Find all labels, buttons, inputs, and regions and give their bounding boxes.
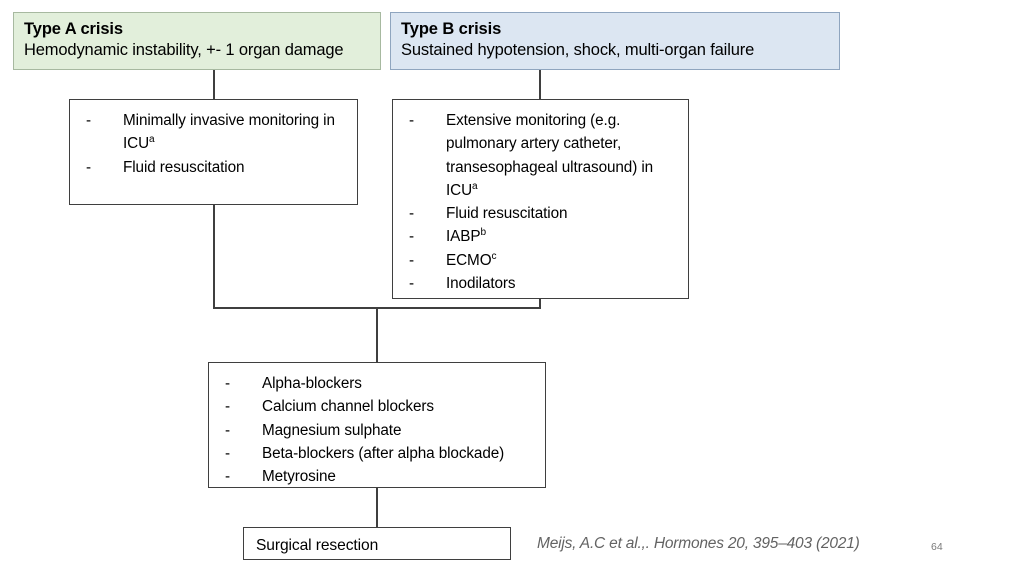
list-item-text: Fluid resuscitation — [446, 205, 568, 222]
type-b-treatment-box: - Extensive monitoring (e.g. pulmonary a… — [392, 99, 689, 299]
bullet-dash: - — [409, 112, 414, 129]
list-item-text: ECMO — [446, 251, 492, 269]
bullet-dash: - — [409, 251, 414, 269]
list-item-text: Extensive monitoring (e.g. pulmonary art… — [446, 112, 654, 199]
bullet-dash: - — [225, 468, 230, 485]
list-item-footnote-marker: a — [149, 134, 155, 146]
list-item-text: Calcium channel blockers — [262, 398, 434, 416]
bullet-dash: - — [409, 228, 414, 246]
list-item: - ECMOc — [403, 249, 680, 272]
list-item-text: Magnesium sulphate — [262, 421, 402, 439]
bullet-dash: - — [225, 444, 230, 462]
type-a-crisis-header-box: Type A crisis Hemodynamic instability, +… — [13, 12, 381, 70]
list-item-text: Minimally invasive monitoring in ICU — [123, 112, 335, 153]
type-a-crisis-title: Type A crisis — [24, 20, 123, 38]
list-item: - Magnesium sulphate — [219, 419, 537, 442]
slide-number: 64 — [931, 541, 943, 553]
connector-type-a-treatment-drop — [213, 205, 215, 308]
medical-therapy-box: - Alpha-blockers - Calcium channel block… — [208, 362, 546, 488]
bullet-dash: - — [86, 112, 91, 129]
bullet-dash: - — [409, 274, 414, 292]
list-item-text: IABP — [446, 228, 481, 246]
type-a-treatment-list: - Minimally invasive monitoring in ICUa … — [80, 109, 349, 179]
type-b-crisis-title: Type B crisis — [401, 20, 502, 38]
bullet-dash: - — [225, 375, 230, 392]
list-item: - Beta-blockers (after alpha blockade) — [219, 442, 537, 465]
type-b-treatment-list: - Extensive monitoring (e.g. pulmonary a… — [403, 109, 680, 295]
connector-type-b-treatment-drop — [539, 299, 541, 308]
list-item: - Fluid resuscitation — [403, 202, 680, 225]
type-a-crisis-subtitle: Hemodynamic instability, +- 1 organ dama… — [24, 41, 344, 60]
list-item: - IABPb — [403, 225, 680, 248]
bullet-dash: - — [409, 205, 414, 222]
list-item-footnote-marker: c — [491, 250, 497, 262]
medical-therapy-list: - Alpha-blockers - Calcium channel block… — [219, 372, 537, 488]
list-item-footnote-marker: a — [472, 180, 478, 192]
list-item-text: Alpha-blockers — [262, 375, 362, 392]
list-item: - Alpha-blockers — [219, 372, 537, 395]
list-item-text: Fluid resuscitation — [123, 158, 245, 176]
bullet-dash: - — [86, 158, 91, 176]
list-item: - Minimally invasive monitoring in ICUa — [80, 109, 349, 156]
list-item: - Inodilators — [403, 272, 680, 295]
surgical-resection-label: Surgical resection — [256, 537, 379, 554]
connector-medical-therapy-to-surgery — [376, 488, 378, 527]
list-item: - Metyrosine — [219, 465, 537, 488]
list-item-text: Metyrosine — [262, 468, 336, 485]
connector-type-b-header-to-treatment — [539, 70, 541, 100]
connector-type-a-header-to-treatment — [213, 70, 215, 100]
list-item: - Extensive monitoring (e.g. pulmonary a… — [403, 109, 680, 202]
surgical-resection-box: Surgical resection — [243, 527, 511, 560]
list-item: - Fluid resuscitation — [80, 156, 349, 179]
type-a-treatment-box: - Minimally invasive monitoring in ICUa … — [69, 99, 358, 205]
bullet-dash: - — [225, 421, 230, 439]
list-item-text: Beta-blockers (after alpha blockade) — [262, 444, 505, 462]
list-item-footnote-marker: b — [480, 227, 486, 239]
type-b-crisis-header-box: Type B crisis Sustained hypotension, sho… — [390, 12, 840, 70]
bullet-dash: - — [225, 398, 230, 416]
list-item: - Calcium channel blockers — [219, 395, 537, 418]
type-b-crisis-subtitle: Sustained hypotension, shock, multi-orga… — [401, 41, 755, 60]
list-item-text: Inodilators — [446, 274, 516, 292]
citation-text: Meijs, A.C et al.,. Hormones 20, 395–403… — [537, 535, 860, 552]
connector-merge-to-medical-therapy — [376, 307, 378, 363]
